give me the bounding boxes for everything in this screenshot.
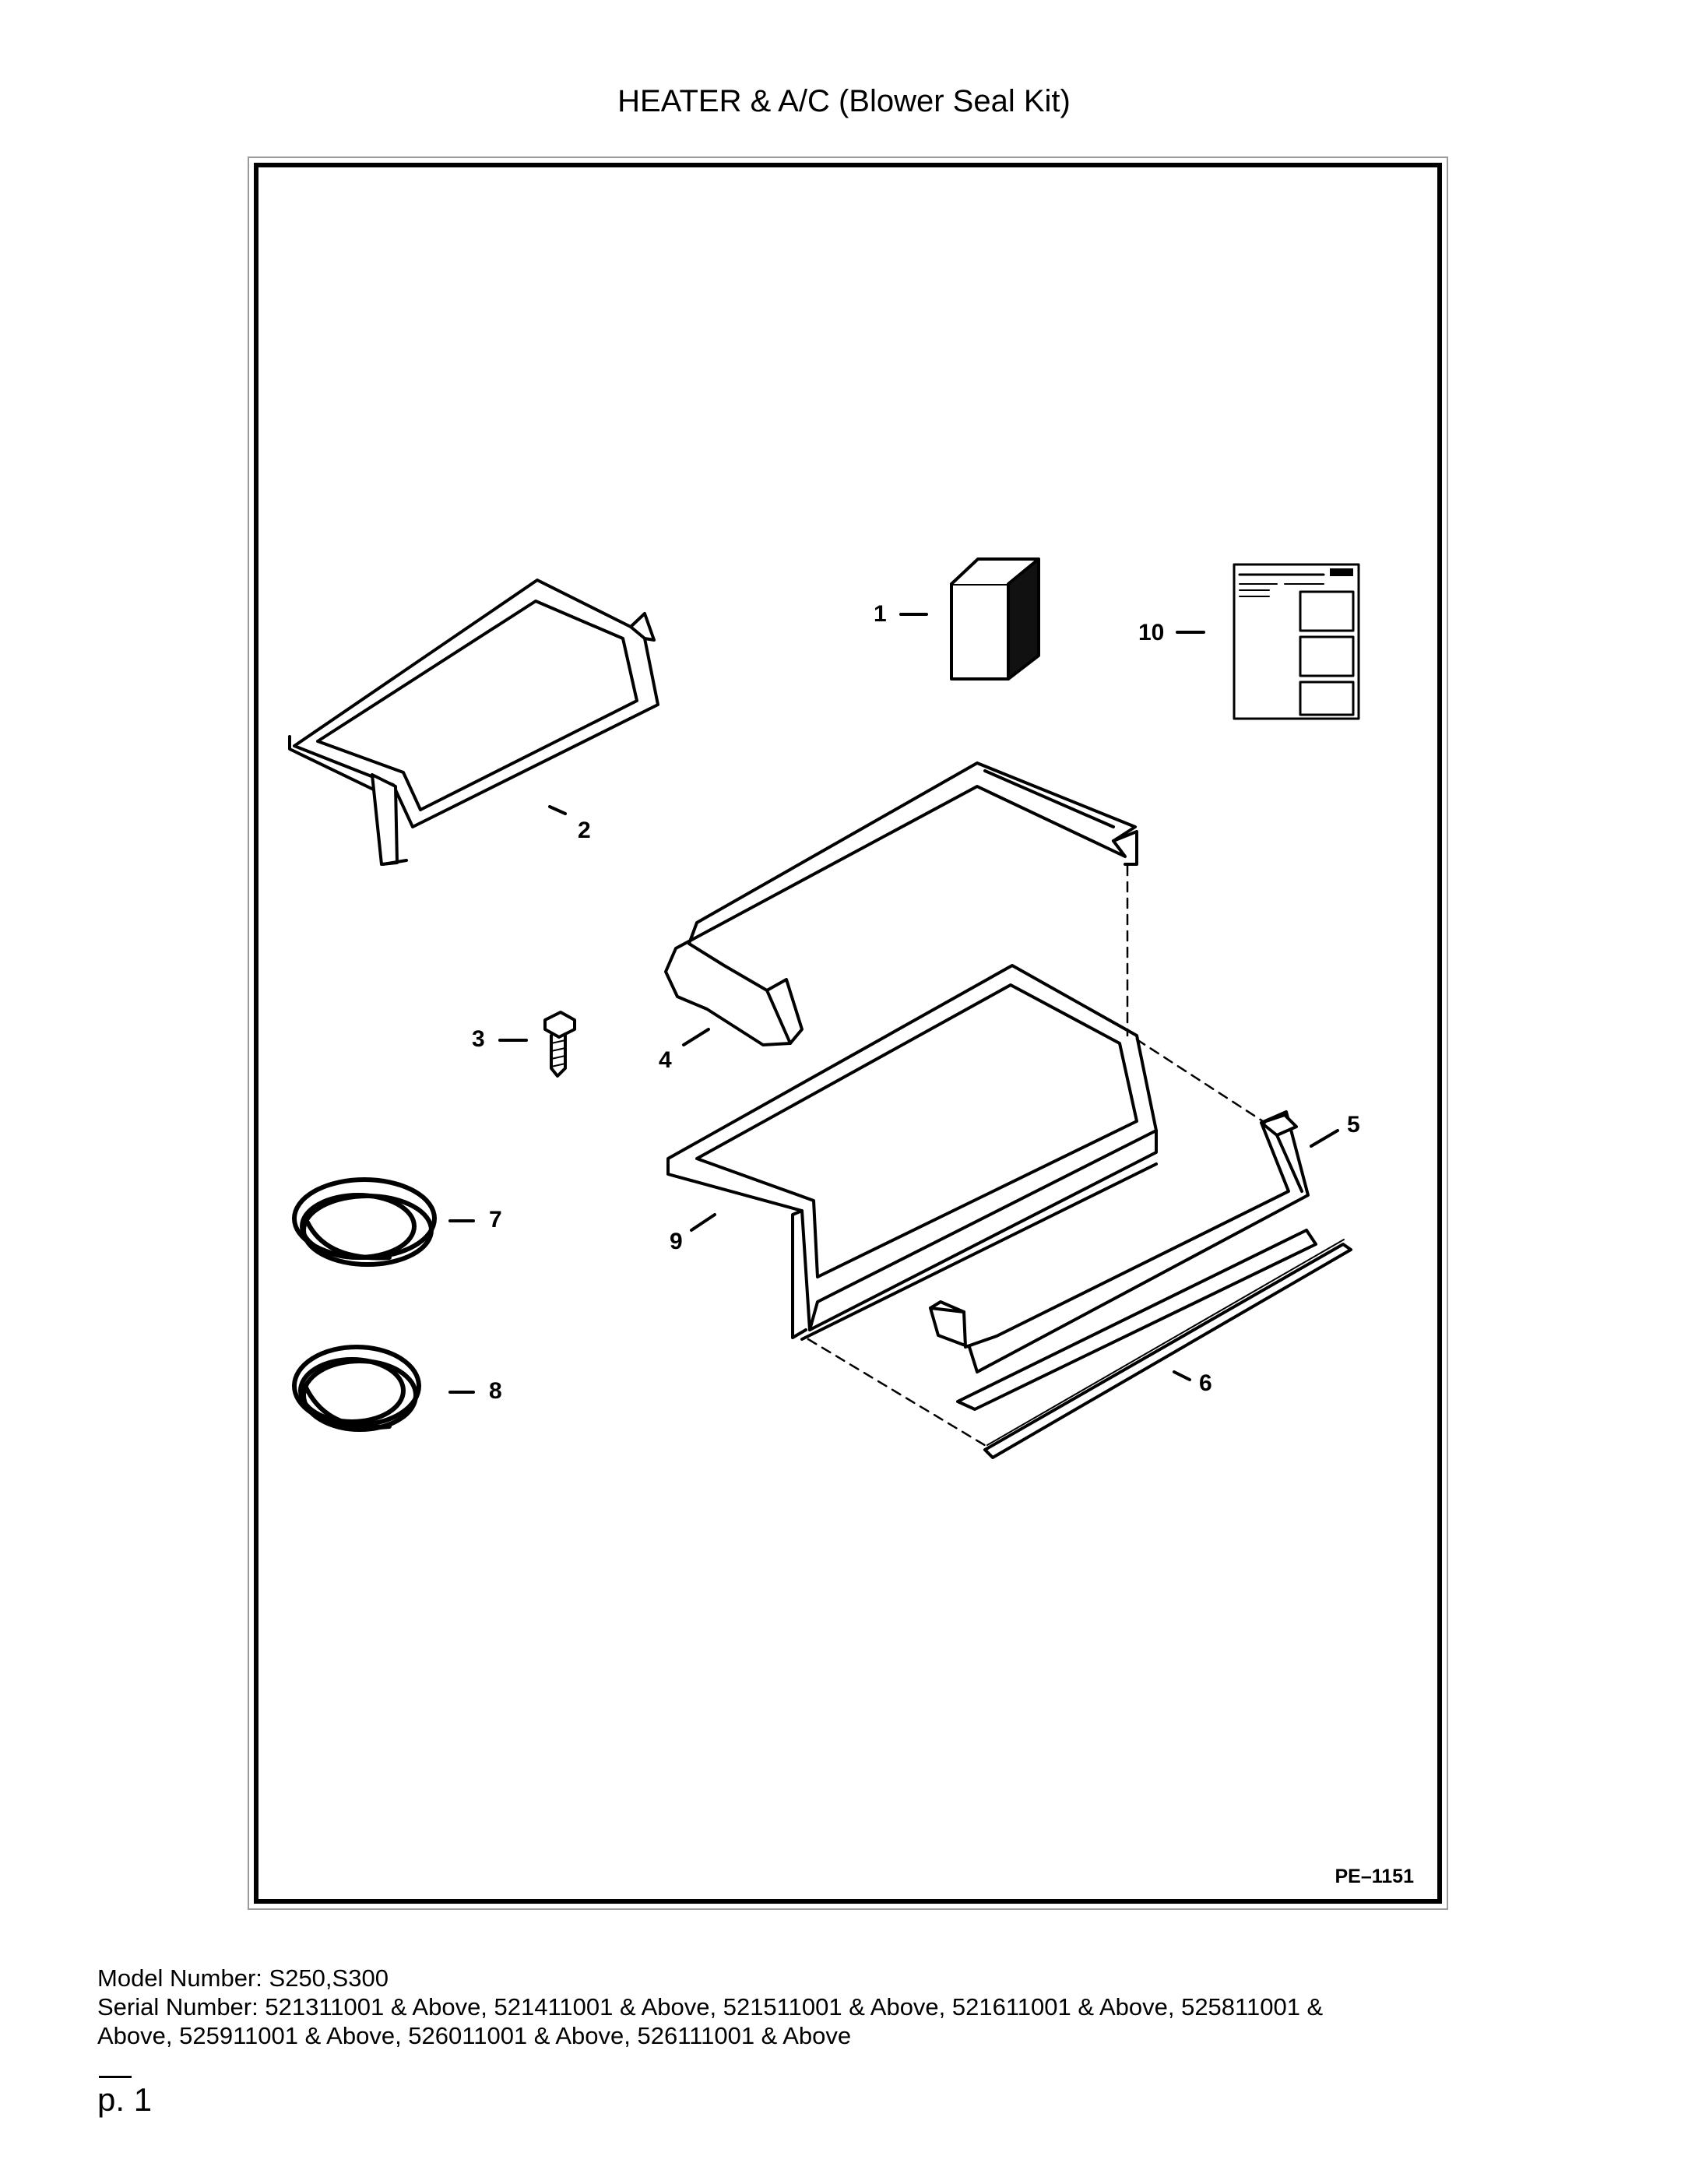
diagram-frame	[254, 163, 1442, 1904]
callout-9: 9	[670, 1229, 683, 1254]
part-9-seal-frame	[666, 964, 1158, 1341]
callout-10: 10	[1138, 620, 1165, 645]
page-number-rule	[99, 2076, 132, 2078]
part-5-u-seal	[929, 1110, 1317, 1411]
serial-number-line-2: Above, 525911001 & Above, 526011001 & Ab…	[97, 2022, 852, 2049]
part-4-u-seal	[664, 761, 1138, 1046]
page-title: HEATER & A/C (Blower Seal Kit)	[617, 84, 1071, 118]
callout-7: 7	[489, 1207, 502, 1233]
figure-code: PE–1151	[1335, 1866, 1415, 1887]
assembly-dashed-lines	[807, 864, 1267, 1448]
callout-3: 3	[472, 1026, 485, 1052]
part-1-foam-block	[950, 557, 1040, 681]
part-8-coil-seal	[292, 1345, 421, 1432]
model-serial-info: Model Number: S250,S300 Serial Number: 5…	[97, 1964, 1592, 2050]
callout-2: 2	[578, 818, 591, 843]
model-number: Model Number: S250,S300	[97, 1964, 389, 1992]
callout-5: 5	[1347, 1112, 1360, 1138]
callout-4: 4	[659, 1047, 672, 1073]
part-7-coil-seal	[292, 1177, 437, 1267]
leader-lines	[448, 613, 1339, 1394]
callout-1: 1	[874, 601, 887, 627]
page-number: p. 1	[97, 2081, 153, 2118]
part-10-instruction-sheet	[1233, 563, 1360, 720]
diagram-frame-outer	[248, 157, 1448, 1910]
serial-number-line-1: Serial Number: 521311001 & Above, 521411…	[97, 1993, 1324, 2020]
callout-8: 8	[489, 1378, 502, 1404]
part-3-screw	[543, 1011, 576, 1078]
callout-6: 6	[1199, 1370, 1212, 1396]
part-6-strip	[983, 1239, 1352, 1459]
part-2-seal-frame	[288, 579, 659, 866]
